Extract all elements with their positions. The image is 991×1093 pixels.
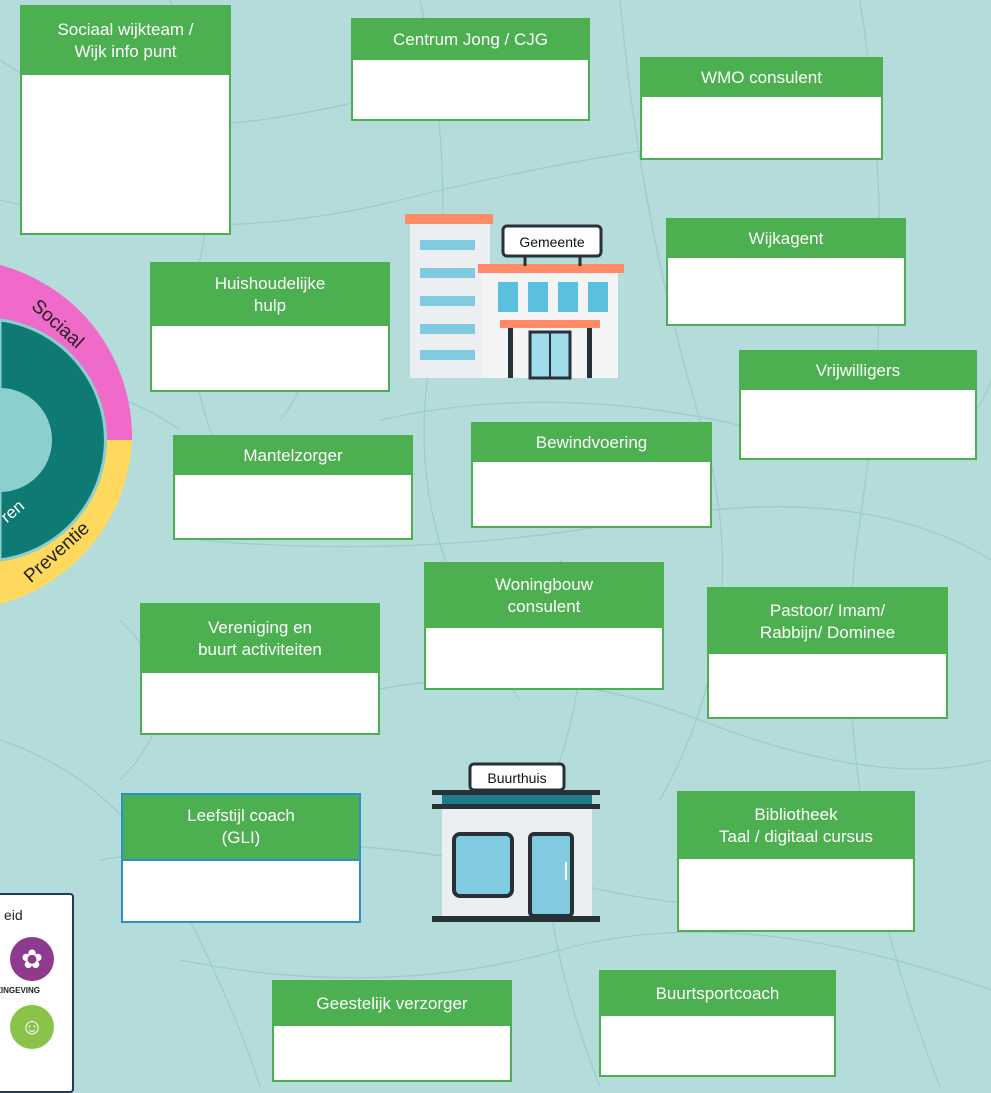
card-title-line: Geestelijk verzorger [316,994,468,1013]
inner-ring [0,318,107,562]
gemeente-building-illustration: Gemeente [405,214,624,380]
card-wijkagent: Wijkagent [666,218,906,326]
zingeving-icon: ✿ [10,937,54,981]
card-geestelijk-verzorger: Geestelijk verzorger [272,980,512,1082]
card-title-line: (GLI) [221,828,261,847]
card-bewindvoering: Bewindvoering [471,422,712,528]
card-title-line: Wijkagent [748,229,824,248]
card-title-line: Taal / digitaal cursus [718,827,874,846]
card-header: Bewindvoering [473,424,710,462]
card-woningbouw-consulent: Woningbouw consulent [424,562,664,690]
card-title-line: Woningbouw [495,575,593,594]
card-header: Huishoudelijke hulp [152,264,388,326]
card-title-line: Mantelzorger [243,446,343,465]
card-title-line: consulent [507,597,581,616]
card-buurtsportcoach: Buurtsportcoach [599,970,836,1077]
card-title-line: Rabbijn/ Dominee [759,622,896,642]
card-header: Pastoor/ Imam/ Rabbijn/ Dominee [709,589,946,654]
card-header: Woningbouw consulent [426,564,662,628]
card-pastoor-imam-rabbijn-dominee: Pastoor/ Imam/ Rabbijn/ Dominee [707,587,948,719]
card-title-line: Sociaal wijkteam / [57,20,194,39]
card-header: Buurtsportcoach [601,972,834,1016]
card-leefstijl-coach: Leefstijl coach (GLI) [121,793,361,923]
card-title-line: hulp [253,296,287,315]
card-title-line: buurt activiteiten [198,640,322,659]
card-vrijwilligers: Vrijwilligers [739,350,977,460]
card-header: Geestelijk verzorger [274,982,510,1026]
buurthuis-building-illustration: Buurthuis [432,762,600,922]
card-title-line: Bibliotheek [754,805,838,824]
card-title-line: Vereniging en [208,618,312,637]
card-header: Vereniging en buurt activiteiten [142,605,378,673]
gemeente-sign: Gemeente [519,234,585,250]
card-title-line: Pastoor/ Imam/ [769,600,886,620]
card-title-line: WMO consulent [701,68,822,87]
card-title-line: Leefstijl coach [187,806,295,825]
card-header: Leefstijl coach (GLI) [123,795,359,861]
card-huishoudelijke-hulp: Huishoudelijke hulp [150,262,390,392]
card-mantelzorger: Mantelzorger [173,435,413,540]
card-header: Wijkagent [668,220,904,258]
legend-caption: ZINGEVING [0,986,41,995]
card-centrum-jong: Centrum Jong / CJG [351,18,590,121]
legend-partial-text: eid [4,907,23,923]
card-header: WMO consulent [642,59,881,97]
buurthuis-sign: Buurthuis [487,770,546,786]
card-vereniging-buurt-activiteiten: Vereniging en buurt activiteiten [140,603,380,735]
card-wmo-consulent: WMO consulent [640,57,883,160]
card-title-line: Buurtsportcoach [655,984,780,1003]
card-title-line: Wijk info punt [74,42,177,61]
inner-core [0,388,52,492]
card-header: Centrum Jong / CJG [353,20,588,60]
card-header: Mantelzorger [175,437,411,475]
card-header: Sociaal wijkteam / Wijk info punt [22,7,229,75]
card-header: Bibliotheek Taal / digitaal cursus [679,793,913,859]
card-sociaal-wijkteam: Sociaal wijkteam / Wijk info punt [20,5,231,235]
card-title-line: Bewindvoering [535,433,648,452]
card-title-line: Vrijwilligers [815,361,901,380]
card-title-line: Huishoudelijke [214,274,326,293]
social-meeting-icon: ☺ [10,1005,54,1049]
card-title-line: Centrum Jong / CJG [393,30,548,49]
legend-box: eid ✿ ZINGEVING ☺ [0,893,74,1093]
card-bibliotheek: Bibliotheek Taal / digitaal cursus [677,791,915,932]
card-header: Vrijwilligers [741,352,975,390]
